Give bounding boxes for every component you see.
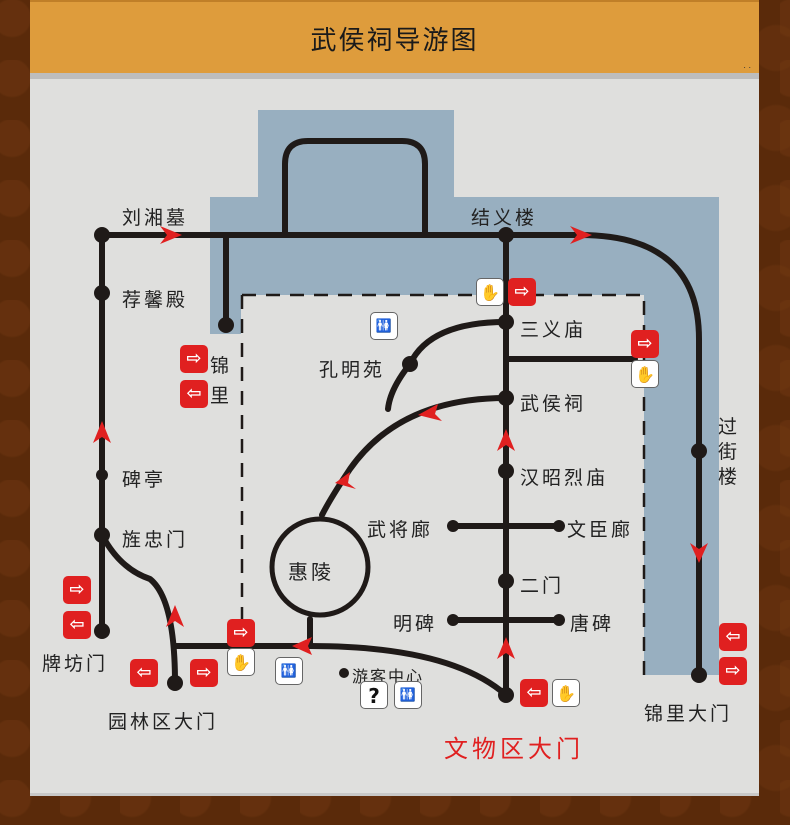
- ticket-icon: ✋: [476, 278, 504, 306]
- header-dots: . .: [743, 61, 751, 70]
- label-wu-hou-ci: 武侯祠: [520, 393, 587, 415]
- exit-icon: ⇨: [63, 576, 91, 604]
- label-jie-yi-lou: 结义楼: [471, 207, 538, 229]
- label-wen-chen-lang: 文臣廊: [567, 519, 634, 541]
- ticket-icon: ✋: [631, 360, 659, 388]
- water-area: [210, 110, 719, 675]
- exit-icon: ⇨: [631, 330, 659, 358]
- page-title: 武侯祠导游图: [310, 26, 479, 56]
- entrance-icon: ⇦: [719, 623, 747, 651]
- restroom-icon: 🚻: [394, 681, 422, 709]
- label-bei-ting: 碑亭: [122, 469, 167, 491]
- label-yuan-lin-qu-da-men: 园林区大门: [108, 711, 219, 733]
- direction-arrows: [93, 226, 708, 659]
- restroom-icon: 🚻: [275, 657, 303, 685]
- map-panel: 刘湘墓 荐馨殿 结义楼 锦 里 三义庙 孔明苑 武侯祠 碑亭 汉昭烈庙 旌忠门 …: [30, 79, 759, 796]
- ticket-icon: ✋: [227, 648, 255, 676]
- header-bar: 武侯祠导游图 . .: [30, 0, 759, 74]
- exit-icon: ⇨: [180, 345, 208, 373]
- route-map: [93, 110, 719, 703]
- entrance-icon: ⇦: [180, 380, 208, 408]
- label-pai-fang-men: 牌坊门: [42, 653, 109, 675]
- info-icon: ?: [360, 681, 388, 709]
- label-kong-ming-yuan: 孔明苑: [319, 359, 386, 381]
- label-ming-bei: 明碑: [393, 613, 438, 635]
- label-er-men: 二门: [520, 575, 565, 597]
- exit-icon: ⇨: [227, 619, 255, 647]
- exit-icon: ⇨: [508, 278, 536, 306]
- label-liu-xiang-mu: 刘湘墓: [122, 207, 189, 229]
- entrance-icon: ⇦: [130, 659, 158, 687]
- exit-icon: ⇨: [190, 659, 218, 687]
- label-san-yi-miao: 三义庙: [520, 319, 587, 341]
- hui-ling-mound: [269, 516, 371, 618]
- label-tang-bei: 唐碑: [570, 613, 615, 635]
- exit-icon: ⇨: [719, 657, 747, 685]
- restroom-icon: 🚻: [370, 312, 398, 340]
- label-jin: 锦: [210, 355, 233, 377]
- label-guo-jie-lou: 过街楼: [718, 416, 738, 488]
- entrance-icon: ⇦: [63, 611, 91, 639]
- label-hui-ling: 惠陵: [288, 560, 334, 584]
- label-wu-jiang-lang: 武将廊: [367, 519, 434, 541]
- label-wen-wu-qu-da-men: 文物区大门: [444, 735, 584, 763]
- label-li: 里: [210, 385, 233, 407]
- entrance-icon: ⇦: [520, 679, 548, 707]
- ticket-icon: ✋: [552, 679, 580, 707]
- label-jing-zhong-men: 旌忠门: [122, 529, 189, 551]
- label-jian-xin-dian: 荐馨殿: [122, 289, 189, 311]
- label-jin-li-da-men: 锦里大门: [644, 703, 733, 725]
- header-separator: [30, 73, 759, 79]
- cultural-zone-boundary: [240, 293, 646, 679]
- label-han-zhao-lie-miao: 汉昭烈庙: [520, 467, 609, 489]
